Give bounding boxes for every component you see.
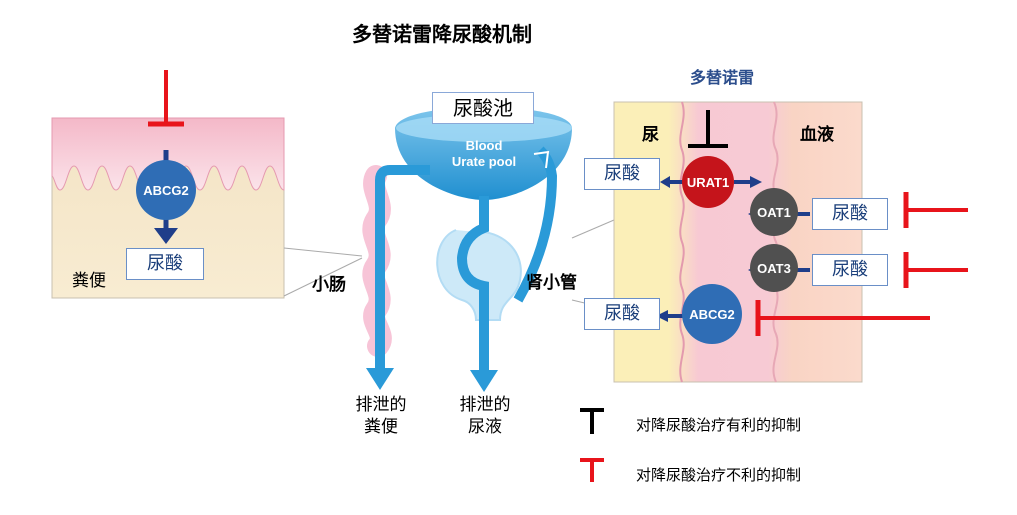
urine-flow <box>456 196 489 372</box>
legend-marks <box>580 408 604 482</box>
gut-down-arrow <box>154 228 178 244</box>
diagram-title: 多替诺雷降尿酸机制 <box>352 22 532 46</box>
right-inhibitors <box>755 192 968 336</box>
kidney-urate-left-2: 尿酸 <box>584 298 660 330</box>
urate-pool-graphic <box>362 107 572 392</box>
kidney-urate-right-2: 尿酸 <box>812 254 888 286</box>
gut-abcg2-label: ABCG2 <box>143 183 189 198</box>
oat3-label: OAT3 <box>757 261 791 276</box>
kidney-panel <box>571 101 863 383</box>
gut-abcg2-circle <box>136 160 196 220</box>
feces-label: 粪便 <box>72 271 106 291</box>
urat1-circle <box>682 156 734 208</box>
gut-urate-label: 尿酸 <box>126 248 204 280</box>
kidney-urate-left-1: 尿酸 <box>584 158 660 190</box>
tubule-brush-border <box>679 101 685 383</box>
tubule-basolateral <box>772 101 779 383</box>
urat1-label: URAT1 <box>687 175 729 190</box>
oat3-circle <box>750 244 798 292</box>
kidney-abcg2-label: ABCG2 <box>689 307 735 322</box>
excreted-urine-line2: 尿液 <box>468 417 502 437</box>
excreted-feces-line1: 排泄的 <box>355 395 407 415</box>
pool-en-line1: Blood <box>466 138 503 153</box>
urate-pool-label: 尿酸池 <box>432 92 534 124</box>
kidney-organ-label: 肾小管 <box>526 273 577 293</box>
kidney-abcg2-circle <box>682 284 742 344</box>
intestine-panel <box>51 70 363 299</box>
kidney-urate-right-1: 尿酸 <box>812 198 888 230</box>
intestine-organ-label: 小肠 <box>312 275 346 295</box>
feces-flow <box>375 165 430 370</box>
excreted-urine-line1: 排泄的 <box>459 395 511 415</box>
urine-side-label: 尿 <box>642 125 659 145</box>
oat1-label: OAT1 <box>757 205 791 220</box>
legend-favorable-text: 对降尿酸治疗有利的抑制 <box>636 416 802 434</box>
drug-label: 多替诺雷 <box>690 68 755 87</box>
excreted-feces-line2: 粪便 <box>364 417 398 437</box>
blood-side-label: 血液 <box>800 125 834 145</box>
legend-unfavorable-text: 对降尿酸治疗不利的抑制 <box>636 466 802 484</box>
oat1-circle <box>750 188 798 236</box>
pool-en-line2: Urate pool <box>452 154 516 169</box>
